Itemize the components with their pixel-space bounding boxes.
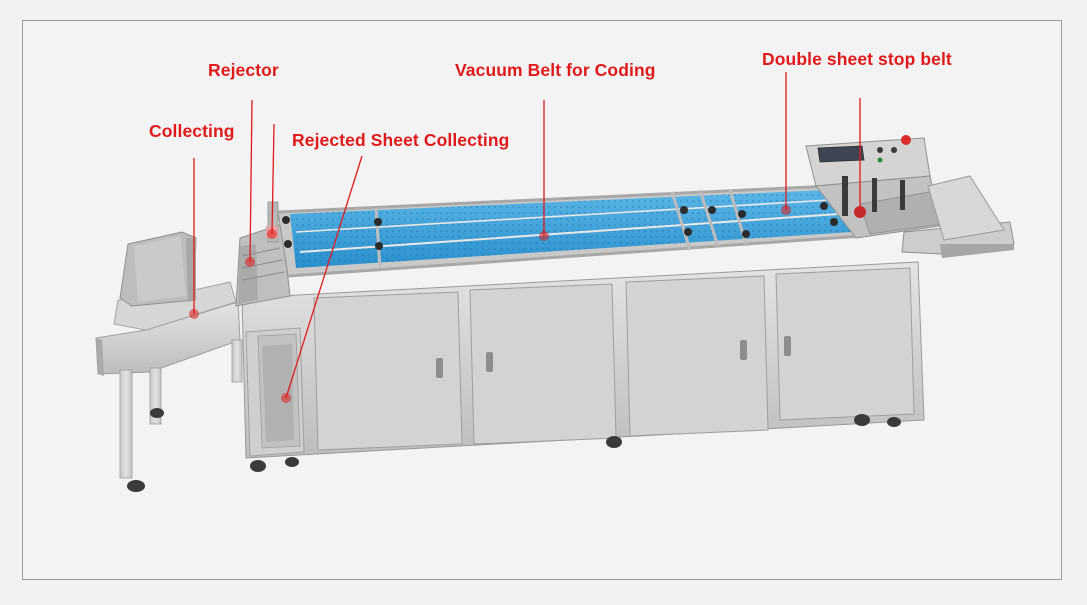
- collecting-table: [95, 231, 243, 492]
- vacuum-belt-conveyor: [277, 184, 863, 278]
- label-collecting: Collecting: [149, 121, 235, 141]
- callout-leaders: [193, 72, 861, 399]
- rejector-module: [235, 201, 291, 307]
- label-vacuum-belt: Vacuum Belt for Coding: [455, 60, 656, 80]
- main-cabinet: [241, 261, 925, 472]
- marker-rejected-collecting: [281, 393, 291, 403]
- label-double-sheet: Double sheet stop belt: [762, 49, 952, 69]
- callout-markers: [189, 205, 791, 403]
- leader-rejected-collecting: [285, 155, 363, 399]
- leader-rejector: [249, 99, 253, 263]
- leader-rejector-secondary: [271, 123, 275, 235]
- marker-collecting: [189, 309, 199, 319]
- label-rejector: Rejector: [208, 60, 279, 80]
- marker-rejector: [245, 257, 255, 267]
- marker-vacuum-belt: [539, 231, 549, 241]
- marker-rejector-secondary: [267, 229, 277, 239]
- label-rejected-collecting: Rejected Sheet Collecting: [292, 130, 510, 150]
- marker-double-sheet: [781, 205, 791, 215]
- feeder-unit: [805, 135, 1015, 258]
